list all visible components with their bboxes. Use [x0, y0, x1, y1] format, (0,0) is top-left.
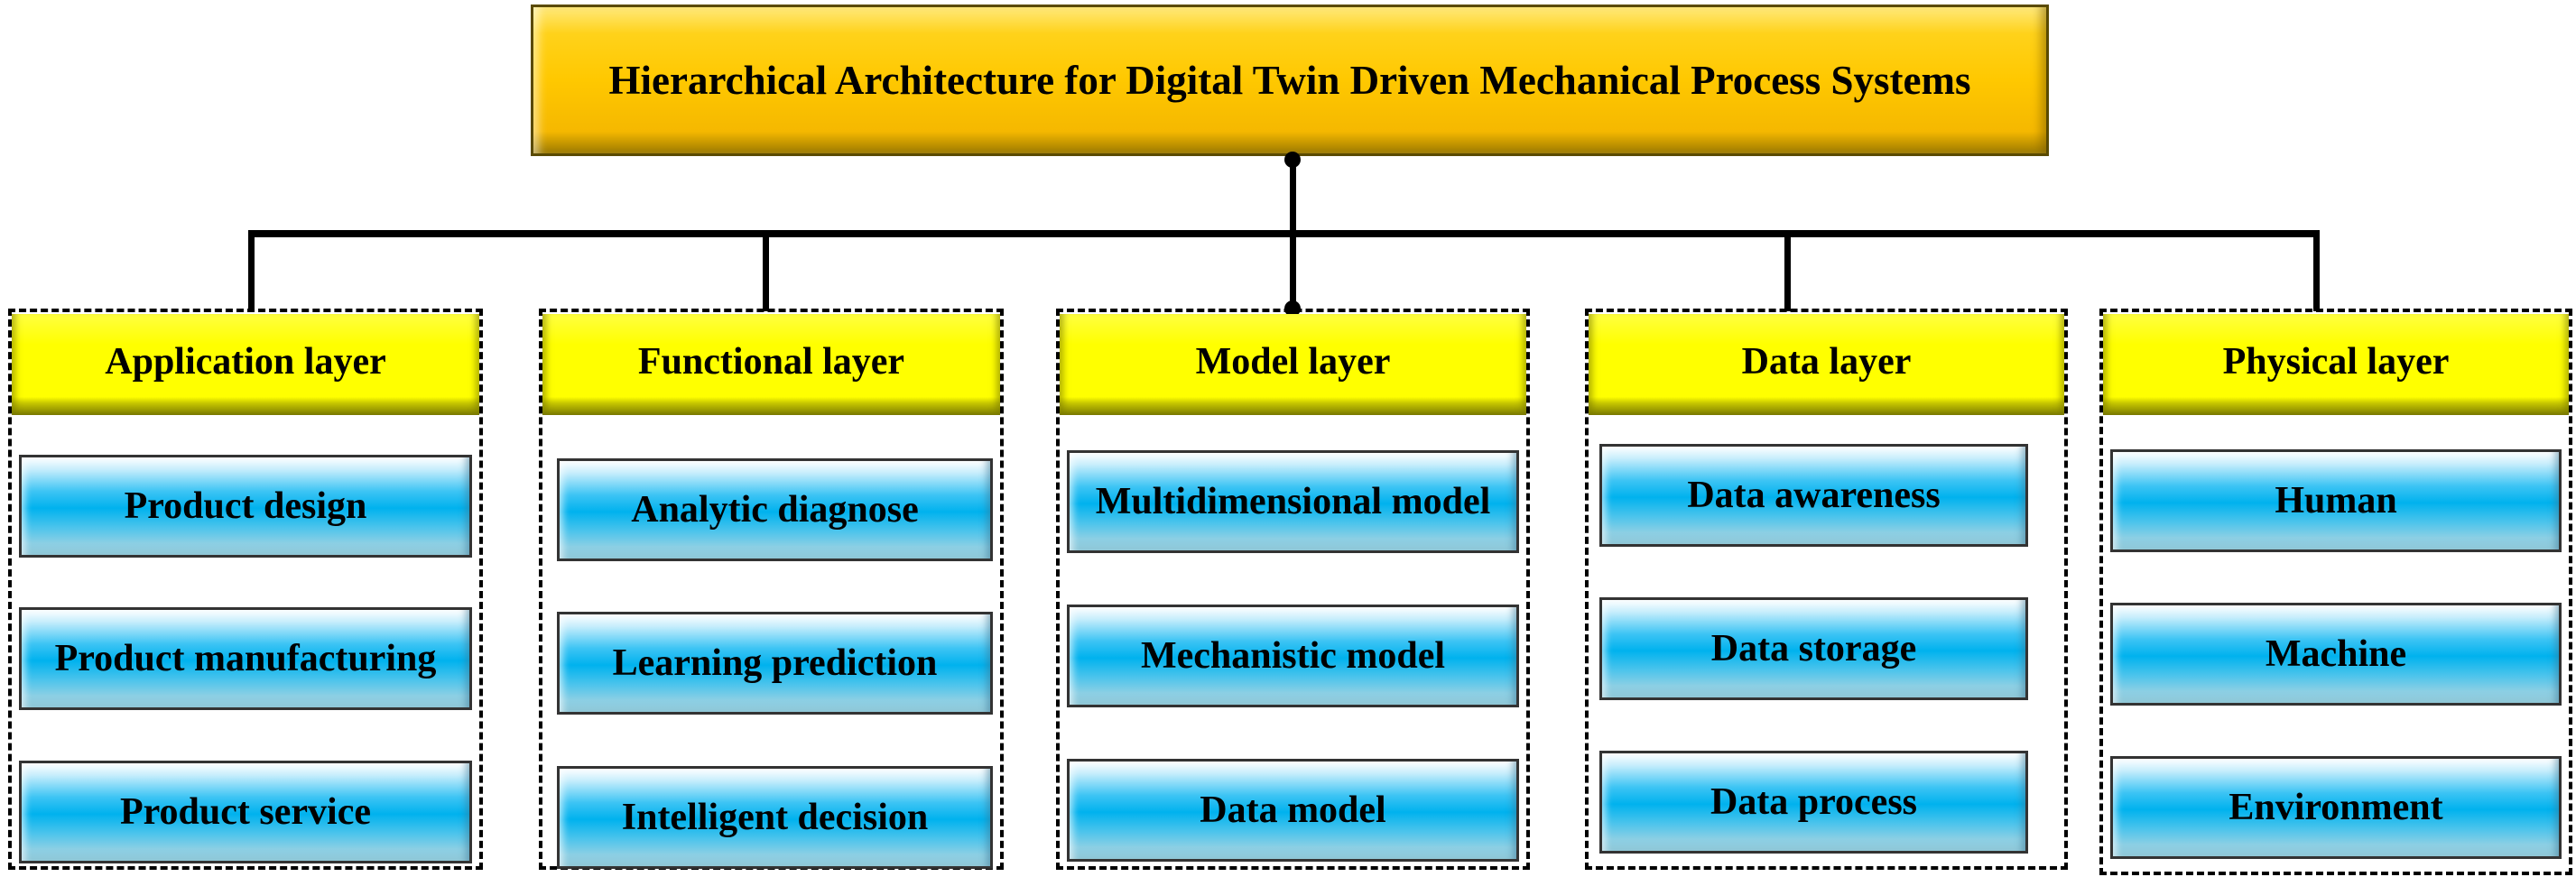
connector-drop-functional	[763, 230, 769, 311]
layer-item: Intelligent decision	[557, 766, 993, 869]
layer-functional: Functional layer Analytic diagnose Learn…	[539, 309, 1004, 870]
layer-item: Human	[2110, 449, 2562, 552]
layer-item: Mechanistic model	[1067, 605, 1519, 707]
layer-item: Data process	[1599, 751, 2028, 854]
layer-item: Environment	[2110, 756, 2562, 859]
layer-physical: Physical layer Human Machine Environment	[2099, 309, 2572, 875]
layer-item: Data model	[1067, 759, 1519, 862]
layer-header: Application layer	[12, 314, 479, 415]
layer-data: Data layer Data awareness Data storage D…	[1585, 309, 2068, 870]
connector-drop-application	[248, 230, 255, 311]
connector-drop-data	[1784, 230, 1791, 311]
layer-header: Functional layer	[542, 314, 1000, 415]
layer-item: Data awareness	[1599, 444, 2028, 547]
layer-application: Application layer Product design Product…	[8, 309, 483, 870]
connector-bus	[248, 230, 2320, 237]
layer-item: Product manufacturing	[19, 607, 472, 710]
layer-header: Physical layer	[2103, 314, 2569, 415]
layer-header: Data layer	[1589, 314, 2064, 415]
layer-item: Multidimensional model	[1067, 450, 1519, 553]
layer-item: Product service	[19, 761, 472, 863]
connector-dot-top	[1284, 152, 1301, 168]
layer-item: Analytic diagnose	[557, 458, 993, 561]
layer-item: Machine	[2110, 603, 2562, 706]
layer-model: Model layer Multidimensional model Mecha…	[1056, 309, 1530, 870]
layer-header: Model layer	[1060, 314, 1526, 415]
connector-drop-physical	[2313, 230, 2320, 311]
layer-item: Learning prediction	[557, 612, 993, 715]
layer-item: Product design	[19, 455, 472, 558]
layer-item: Data storage	[1599, 597, 2028, 700]
diagram-title: Hierarchical Architecture for Digital Tw…	[531, 5, 2049, 156]
